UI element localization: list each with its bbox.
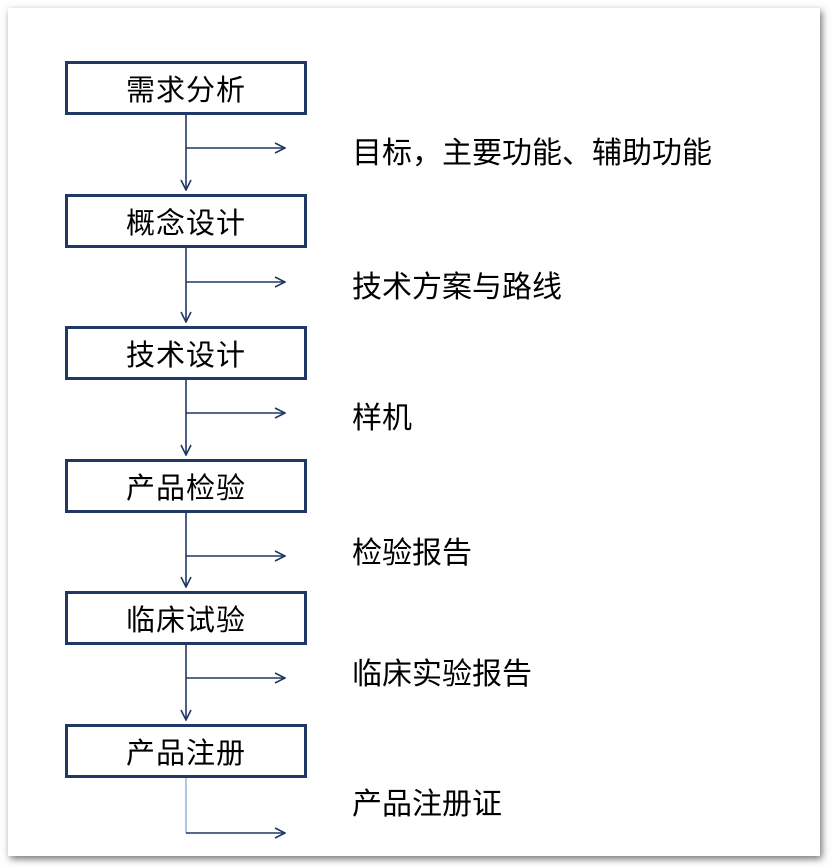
step-title: 概念设计 xyxy=(125,206,246,240)
step-title: 技术设计 xyxy=(125,338,246,372)
output-label-technical-plan: 技术方案与路线 xyxy=(352,270,562,305)
output-label-goals: 目标，主要功能、辅助功能 xyxy=(352,136,712,171)
step-box-technical-design: 技术设计 xyxy=(65,326,307,380)
output-label-clinical-report: 临床实验报告 xyxy=(352,657,532,692)
step-title: 需求分析 xyxy=(125,73,246,107)
step-box-product-registration: 产品注册 xyxy=(65,724,307,778)
step-box-product-inspection: 产品检验 xyxy=(65,459,307,513)
step-title: 临床试验 xyxy=(125,603,246,637)
step-box-concept-design: 概念设计 xyxy=(65,194,307,248)
step-title: 产品检验 xyxy=(125,471,246,505)
output-label-inspection-report: 检验报告 xyxy=(352,536,472,571)
diagram-frame xyxy=(8,8,820,856)
output-label-registration-certificate: 产品注册证 xyxy=(352,787,502,822)
step-box-clinical-trial: 临床试验 xyxy=(65,591,307,645)
step-box-requirements-analysis: 需求分析 xyxy=(65,61,307,115)
output-label-prototype: 样机 xyxy=(352,401,412,436)
step-title: 产品注册 xyxy=(125,736,246,770)
